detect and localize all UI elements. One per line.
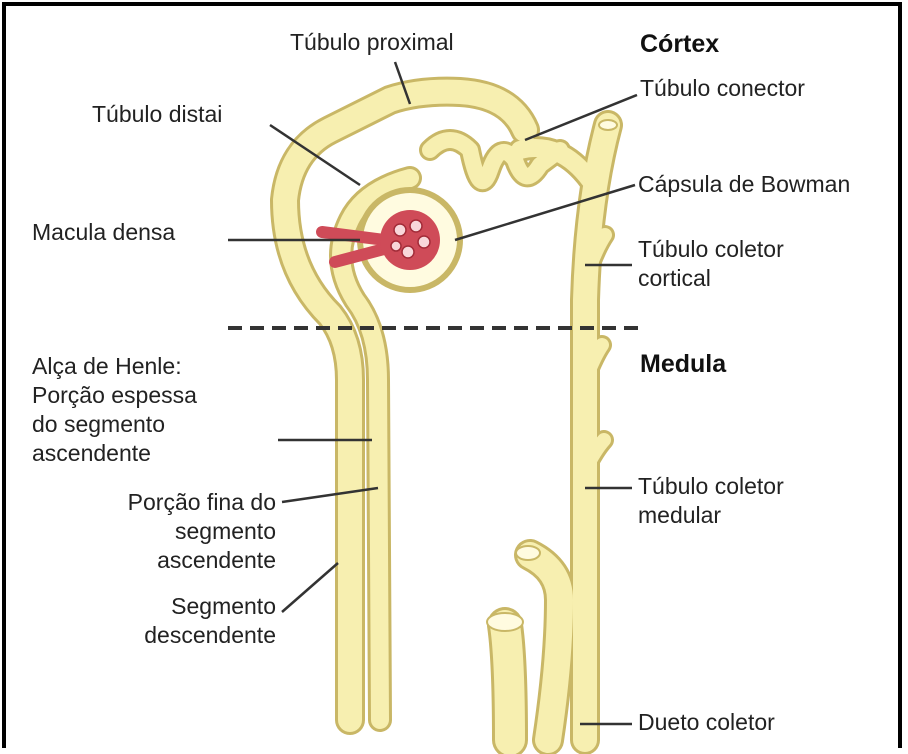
label-tubulo-conector: Túbulo conector xyxy=(640,74,805,103)
label-cortex: Córtex xyxy=(640,30,719,59)
glomerulus xyxy=(380,210,440,270)
label-tubulo-proximal: Túbulo proximal xyxy=(290,28,454,57)
label-alca-henle: Alça de Henle: Porção espessa do segment… xyxy=(32,352,197,468)
duct-top-opening xyxy=(599,120,617,130)
label-tubulo-coletor-cortical: Túbulo coletor cortical xyxy=(638,235,784,293)
leader-segmento-descendente xyxy=(282,563,338,612)
label-capsula-bowman: Cápsula de Bowman xyxy=(638,170,850,199)
label-medula: Medula xyxy=(640,350,726,379)
label-segmento-descendente: Segmento descendente xyxy=(60,592,276,650)
label-macula-densa: Macula densa xyxy=(32,218,175,247)
duct-opening xyxy=(487,613,523,631)
label-dueto-coletor: Dueto coletor xyxy=(638,708,775,737)
label-porcao-fina: Porção fina do segmento ascendente xyxy=(60,488,276,575)
label-tubulo-distal: Túbulo distai xyxy=(92,100,222,129)
duct-opening-small xyxy=(516,546,540,560)
label-tubulo-coletor-medular: Túbulo coletor medular xyxy=(638,472,784,530)
